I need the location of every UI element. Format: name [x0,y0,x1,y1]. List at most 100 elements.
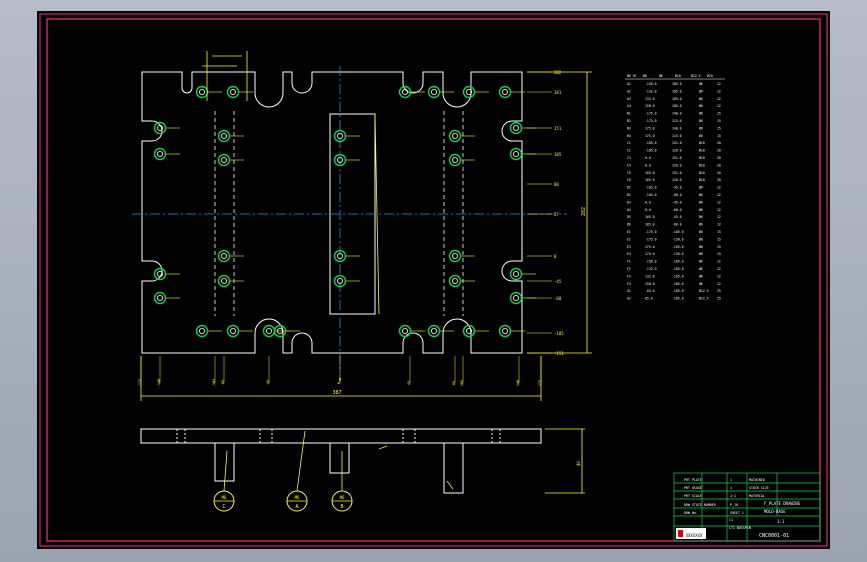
hole-outer [448,274,462,288]
hole-table-cell: 120.0 [672,163,682,167]
hole-outer [398,324,412,338]
marker-code: M6 [222,495,227,500]
hole-14 [333,153,360,167]
hole-12 [217,153,244,167]
right-dim-label: 181 [554,90,562,95]
hole-19 [333,249,360,263]
hole-outer [398,85,412,99]
hole-outer [217,129,231,143]
right-dim-label: 202 [554,70,562,75]
hole-table-cell: -175.0 [645,119,657,123]
hole-inner [512,150,519,157]
hole-table-header: Ø10 [675,73,681,78]
hole-outer [226,324,240,338]
hole-table-cell: -105.0 [672,245,684,249]
hole-table-cell: -130.0 [672,252,684,256]
hole-table-cell: 12 [717,208,721,212]
section-marker-C: M6C [213,490,235,512]
hole-table-cell: Ø8 [699,236,703,241]
hole-7 [153,121,180,135]
bottom-dim-label: 105 [460,380,464,386]
hole-table-cell: Ø10 [699,140,705,145]
hole-8 [153,147,180,161]
hole-inner [512,270,519,277]
hole-table-cell: 15 [717,126,721,130]
centerlines [132,66,567,371]
bottom-dim-label: -105 [212,379,216,387]
hole-outer [448,129,462,143]
hole-inner [451,277,458,284]
hole-table-cell: 105.0 [645,178,655,182]
hole-table-cell: 140.0 [672,112,682,116]
hole-table-cell: 185.0 [672,89,682,93]
hole-table-cell: Ø8 [699,111,703,116]
hole-table-cell: Ø6 [699,273,703,278]
hole-inner [336,277,343,284]
title-row-right: LTI BOSSPIN [729,526,751,530]
hole-outer [226,85,240,99]
hole-table-cell: 105.0 [645,223,655,227]
hole-table-cell: F4 [627,282,631,286]
hole-table-cell: B4 [627,134,631,138]
hole-3 [398,85,425,99]
section-marker-A: M6A [286,490,308,512]
section-markers: M6C M6A M6B [213,490,353,512]
title-line2: MOLD-BASE [764,509,786,514]
title-row-right: C1 [729,518,733,522]
hole-outer [333,129,347,143]
side-height-dim: 40 [576,461,581,466]
hole-outer [153,291,167,305]
outer-frame [39,13,828,547]
hole-table-cell: 132.0 [645,274,655,278]
hole-inner [220,277,227,284]
hole-outer [333,274,347,288]
hole-table-cell: Ø8 [699,133,703,138]
hole-22 [448,274,475,288]
hole-table-cell: Ø6 [699,281,703,286]
hole-table-cell: 20 [717,171,721,175]
hole-table-cell: C4 [627,163,631,167]
hole-table-cell: -105.0 [645,149,657,153]
hole-group [153,85,536,338]
hole-table-cell: -45.0 [672,186,682,190]
hole-table-cell: D6 [627,223,631,227]
hole-inner [451,252,458,259]
hole-table-cell: D3 [627,200,631,204]
hole-outer [195,324,209,338]
dimension-lines [140,51,592,401]
hole-table-cell: 151.0 [672,171,682,175]
hole-outer [273,324,287,338]
hole-inner [512,125,519,132]
right-dim-label: -60 [554,296,562,301]
hole-table-cell: Ø12.5 [699,288,709,293]
hole-inner [157,270,164,277]
hole-table-cell: Ø8 [699,229,703,234]
hole-table-cell: 105.0 [645,171,655,175]
hole-inner [430,89,437,96]
hole-table-cell: 0.0 [645,208,651,212]
hole-table-cell: C6 [627,178,631,182]
hole-table-cell: Ø6 [699,88,703,93]
overall-height-dim: 282 [581,207,587,216]
hole-table-cell: 15 [717,112,721,116]
marker-label: B [340,504,343,510]
hole-inner [157,125,164,132]
hole-inner [265,327,272,334]
hole-table-cell: Ø6 [699,103,703,108]
hole-5 [462,85,489,99]
hole-table-cell: 120.0 [672,149,682,153]
hole-outer [448,249,462,263]
hole-table-cell: 15 [717,252,721,256]
hole-inner [336,133,343,140]
company-name: XXXXXXX [686,533,703,538]
hole-table-cell: 15 [717,237,721,241]
hole-27 [195,324,222,338]
hole-4 [427,85,454,99]
hole-table-cell: 12 [717,215,721,219]
hole-25 [509,267,536,281]
title-row-mid: SHEET 1 [730,511,744,515]
